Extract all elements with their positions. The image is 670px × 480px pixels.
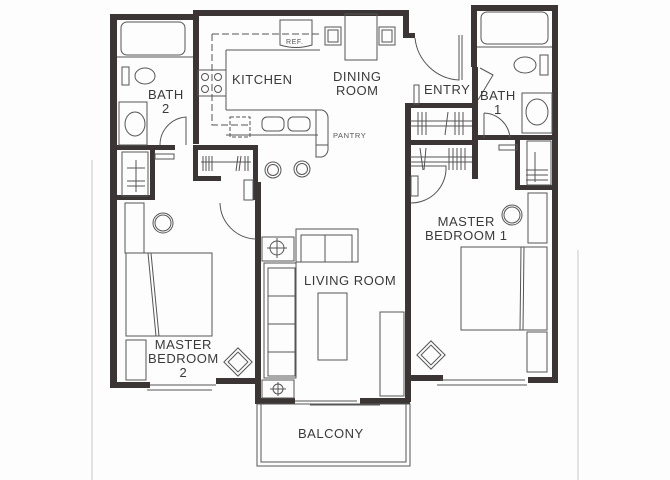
bath1-label-line1: BATH (480, 88, 516, 103)
door-bedroom-1 (410, 165, 447, 204)
bar-stool (264, 161, 282, 179)
bathtub-1 (480, 11, 549, 45)
bath1-label-line2: 1 (493, 102, 502, 117)
tv-console (379, 311, 405, 397)
bathtub-2 (120, 21, 186, 56)
interior-lines (117, 11, 553, 467)
door-entry (414, 35, 460, 81)
dining-label-line2: ROOM (336, 83, 379, 98)
dining-chair (378, 26, 396, 46)
room-label-master-bedroom-1: MASTER BEDROOM 1 (425, 215, 508, 243)
exterior-walls (110, 5, 558, 404)
room-label-entry: ENTRY (424, 82, 471, 97)
bed-1 (460, 246, 548, 331)
dining-table (344, 13, 378, 61)
room-label-pantry: PANTRY (333, 131, 367, 140)
pantry-cabinet (315, 109, 329, 158)
toilet-1 (513, 56, 537, 74)
master1-label-line2: BEDROOM 1 (425, 228, 508, 243)
master1-label-line1: MASTER (437, 214, 495, 229)
room-label-living-room: LIVING ROOM (304, 273, 397, 288)
dining-label-line1: DINING (333, 69, 382, 84)
room-label-kitchen: KITCHEN (232, 72, 293, 87)
door-bath-1-swing (483, 112, 511, 139)
loveseat (295, 228, 359, 263)
toilet-2 (134, 67, 156, 85)
bed-2 (125, 252, 213, 337)
stove (197, 69, 227, 97)
coffee-table (317, 292, 348, 361)
room-label-balcony: BALCONY (298, 426, 364, 441)
sink-2 (124, 111, 146, 137)
accent-chair (223, 347, 253, 377)
door-bath-1 (477, 67, 494, 101)
master2-label-line2: BEDROOM (148, 351, 219, 366)
room-label-bath-2: BATH 2 (148, 88, 184, 116)
door-bath-2 (159, 116, 187, 146)
sink-1 (525, 98, 549, 126)
accent-chair (416, 340, 446, 370)
master2-label-line3: 2 (179, 365, 188, 380)
refrigerator-label: REF. (286, 39, 304, 46)
room-label-bath-1: BATH 1 (480, 89, 516, 117)
plant (152, 212, 174, 234)
sofa (263, 262, 297, 379)
master2-label-line1: MASTER (154, 337, 212, 352)
bath2-label-line1: BATH (148, 87, 184, 102)
refrigerator (279, 19, 313, 48)
dining-chair (324, 26, 342, 46)
bar-stool (293, 160, 311, 178)
room-label-master-bedroom-2: MASTER BEDROOM 2 (148, 338, 219, 380)
room-label-dining: DINING ROOM (333, 70, 382, 98)
plant (501, 204, 523, 226)
bath2-label-line2: 2 (161, 101, 170, 116)
kitchen-sink (261, 116, 285, 132)
door-bedroom-2 (219, 202, 257, 240)
